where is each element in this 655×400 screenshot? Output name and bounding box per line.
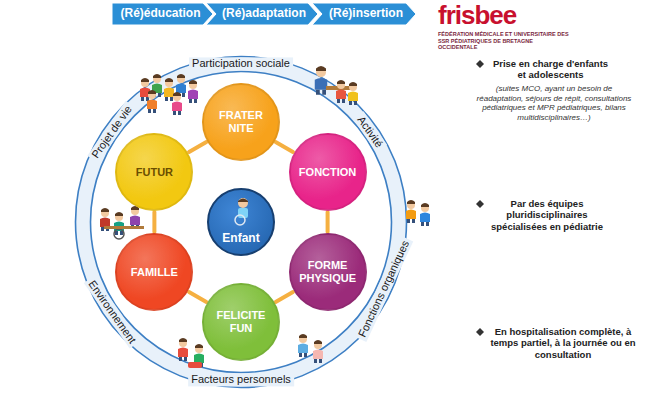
node-label: FONCTION bbox=[295, 166, 361, 179]
children-pair bbox=[406, 200, 430, 226]
node-label: (Ré)adaptation bbox=[222, 7, 306, 21]
ring-label: Participation sociale bbox=[189, 57, 293, 70]
wheelchair-group bbox=[100, 206, 144, 239]
ring-connector bbox=[326, 212, 330, 232]
ring-connector bbox=[152, 212, 156, 232]
bullet-diamond bbox=[476, 328, 484, 336]
children-play bbox=[178, 338, 204, 368]
note-text: En hospitalisation complète, à temps par… bbox=[488, 326, 638, 360]
node-label: FRATER NITE bbox=[213, 109, 269, 134]
node-label: (Ré)insertion bbox=[329, 7, 403, 21]
note-text: frisbee bbox=[438, 0, 568, 31]
care-scene bbox=[298, 334, 323, 363]
node-label: FUTUR bbox=[124, 166, 184, 179]
theme-circle: FRATER NITE bbox=[202, 83, 280, 161]
step-chevron: (Ré)adaptation bbox=[206, 3, 318, 25]
step-chevron: (Ré)éducation bbox=[112, 3, 213, 25]
theme-circle: FAMILLE bbox=[115, 233, 193, 311]
note-text: Prise en charge d'enfants et adolescents bbox=[488, 58, 613, 81]
ring-outline bbox=[91, 72, 392, 373]
node-label: (Ré)éducation bbox=[120, 7, 200, 21]
node-label: FORME PHYSIQUE bbox=[296, 259, 360, 284]
ring-band bbox=[83, 64, 399, 380]
ring-label: Fonctions organiques bbox=[355, 236, 414, 342]
node-label: FELICITE FUN bbox=[211, 309, 271, 334]
ring-connector bbox=[276, 292, 293, 302]
theme-circle: FELICITE FUN bbox=[202, 283, 280, 361]
teacher-group bbox=[315, 66, 358, 105]
note-text: (suites MCO, ayant un besoin de réadapta… bbox=[476, 84, 632, 122]
child-figure bbox=[228, 196, 258, 226]
ring-connector bbox=[276, 142, 293, 152]
step-chevron: (Ré)insertion bbox=[312, 3, 416, 25]
ring-connector bbox=[189, 142, 206, 152]
theme-circle: Enfant bbox=[207, 188, 275, 256]
ring-label: Facteurs personnels bbox=[188, 373, 294, 386]
theme-circle: FORME PHYSIQUE bbox=[289, 233, 367, 311]
bullet-diamond bbox=[476, 60, 484, 68]
note-text: Par des équipes pluridisciplinaires spéc… bbox=[488, 198, 606, 232]
note-text: FÉDÉRATION MÉDICALE ET UNIVERSITAIRE DES… bbox=[438, 31, 570, 51]
theme-circle: FUTUR bbox=[115, 133, 193, 211]
theme-circle: FONCTION bbox=[289, 133, 367, 211]
node-label: Enfant bbox=[211, 232, 271, 246]
node-label: FAMILLE bbox=[121, 266, 187, 279]
bullet-diamond bbox=[476, 200, 484, 208]
children-group bbox=[140, 74, 198, 115]
ring-connector bbox=[189, 292, 206, 302]
